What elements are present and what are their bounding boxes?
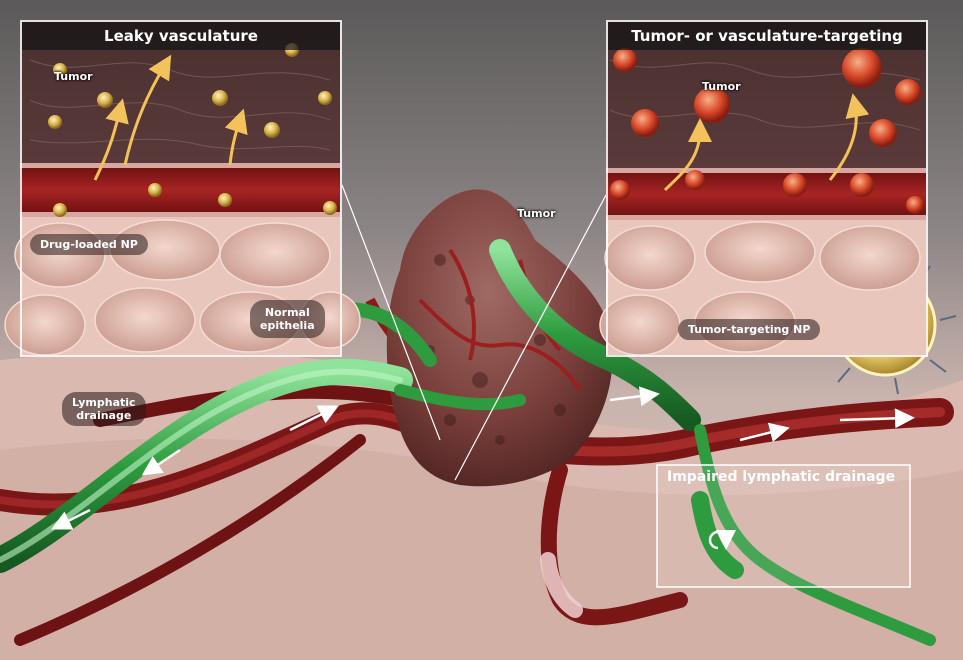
normal-epithelia-line1: Normal (260, 306, 315, 319)
main-tumor-label: Tumor (517, 207, 556, 220)
left-panel-title: Leaky vasculature (22, 22, 340, 50)
left-tumor-label: Tumor (54, 70, 93, 83)
drug-loaded-np-label: Drug-loaded NP (30, 234, 148, 255)
lymphatic-drainage-label: Lymphatic drainage (62, 392, 146, 426)
lymphatic-drainage-line1: Lymphatic (72, 396, 136, 409)
normal-epithelia-label: Normal epithelia (250, 300, 325, 338)
lymphatic-drainage-line2: drainage (72, 409, 136, 422)
right-panel-title: Tumor- or vasculature-targeting (608, 22, 926, 50)
right-tumor-label: Tumor (702, 80, 741, 93)
tumor-targeting-panel: Tumor- or vasculature-targeting Tumor Tu… (606, 20, 928, 357)
impaired-lymphatic-title: Impaired lymphatic drainage (667, 469, 895, 485)
normal-epithelia-line2: epithelia (260, 319, 315, 332)
tumor-targeting-np-label: Tumor-targeting NP (678, 319, 820, 340)
leaky-vasculature-panel: Leaky vasculature Tumor Drug-loaded NP N… (20, 20, 342, 357)
